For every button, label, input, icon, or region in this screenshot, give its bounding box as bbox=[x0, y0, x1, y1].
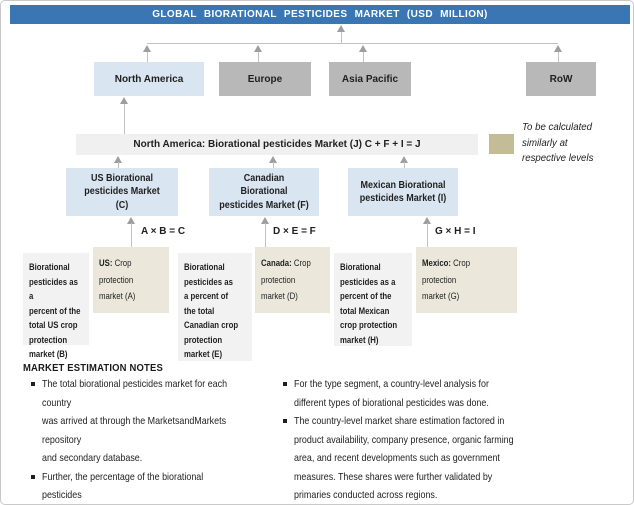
canada-crop-text: Crop protection market (D) bbox=[261, 258, 311, 302]
canada-share-box: Biorational pesticides as a percent of t… bbox=[178, 253, 252, 361]
arrow-inputs-to-us-icon bbox=[127, 217, 135, 224]
bullet-icon bbox=[283, 419, 287, 423]
notes-title: MARKET ESTIMATION NOTES bbox=[23, 362, 163, 374]
note-item: Further, the percentage of the bioration… bbox=[31, 468, 281, 505]
connector-inputs-canada bbox=[265, 223, 266, 247]
mexico-market-label: Mexican Biorational pesticides Market (I… bbox=[359, 179, 447, 205]
canada-market-box: Canadian Biorational pesticides Market (… bbox=[209, 168, 319, 216]
notes-left-column: The total biorational pesticides market … bbox=[31, 375, 281, 505]
note-item: The total biorational pesticides market … bbox=[31, 375, 281, 468]
connector-inputs-us bbox=[131, 223, 132, 247]
connector-north-america bbox=[147, 52, 148, 62]
connector-inputs-mexico bbox=[427, 223, 428, 247]
us-market-label: US Biorational pesticides Market (C) bbox=[84, 172, 160, 211]
global-market-banner: GLOBAL BIORATIONAL PESTICIDES MARKET (US… bbox=[10, 5, 630, 24]
region-label: Asia Pacific bbox=[341, 73, 399, 85]
formula-us: A × B = C bbox=[141, 226, 186, 237]
connector-banner bbox=[341, 32, 342, 44]
mexico-crop-text: Crop protection market (G) bbox=[422, 258, 471, 302]
note-item: For the type segment, a country-level an… bbox=[283, 375, 613, 412]
arrow-canada-to-bar-icon bbox=[269, 156, 277, 163]
bullet-icon bbox=[31, 474, 35, 479]
arrow-to-banner-icon bbox=[337, 25, 345, 32]
connector-us-bar bbox=[118, 162, 119, 168]
arrow-inputs-to-canada-icon bbox=[261, 217, 269, 224]
connector-canada-bar bbox=[273, 162, 274, 168]
arrow-bar-to-north-america-icon bbox=[120, 97, 128, 104]
region-label: Europe bbox=[247, 73, 283, 85]
connector-asia-pacific bbox=[363, 52, 364, 62]
connector-line-regions bbox=[147, 43, 558, 44]
formula-canada: D × E = F bbox=[273, 226, 316, 237]
canada-market-label: Canadian Biorational pesticides Market (… bbox=[219, 172, 309, 211]
region-box-asia-pacific: Asia Pacific bbox=[329, 62, 411, 96]
region-box-europe: Europe bbox=[219, 62, 311, 96]
arrow-us-to-bar-icon bbox=[114, 156, 122, 163]
note-text: The country-level market share estimatio… bbox=[294, 415, 514, 501]
na-rollup-bar: North America: Biorational pesticides Ma… bbox=[76, 134, 478, 155]
connector-row bbox=[558, 52, 559, 62]
legend-swatch bbox=[489, 134, 514, 154]
formula-mexico: G × H = I bbox=[435, 226, 476, 237]
arrow-europe-up-icon bbox=[254, 45, 262, 52]
us-crop-prefix: US: bbox=[99, 258, 113, 269]
region-box-row: RoW bbox=[526, 62, 596, 96]
bullet-icon bbox=[31, 382, 35, 386]
banner-title: GLOBAL BIORATIONAL PESTICIDES MARKET (US… bbox=[152, 9, 488, 20]
arrow-inputs-to-mexico-icon bbox=[423, 217, 431, 224]
region-label: RoW bbox=[549, 73, 573, 85]
note-text: For the type segment, a country-level an… bbox=[294, 378, 489, 409]
mexico-crop-market-box: Mexico: Crop protection market (G) bbox=[416, 247, 517, 313]
arrow-mexico-to-bar-icon bbox=[400, 156, 408, 163]
arrow-north-america-up-icon bbox=[143, 45, 151, 52]
connector-mexico-bar bbox=[404, 162, 405, 168]
na-rollup-label: North America: Biorational pesticides Ma… bbox=[133, 139, 421, 150]
note-item: The country-level market share estimatio… bbox=[283, 412, 613, 504]
mexico-share-box: Biorational pesticides as a percent of t… bbox=[334, 253, 412, 346]
connector-europe bbox=[258, 52, 259, 62]
us-crop-market-box: US: Crop protection market (A) bbox=[93, 247, 169, 313]
note-text: The total biorational pesticides market … bbox=[42, 378, 228, 464]
us-share-box: Biorational pesticides as a percent of t… bbox=[23, 253, 89, 360]
canada-crop-prefix: Canada: bbox=[261, 258, 292, 269]
region-box-north-america: North America bbox=[94, 62, 204, 96]
mexico-share-text: Biorational pesticides as a percent of t… bbox=[340, 262, 398, 346]
mexico-crop-prefix: Mexico: bbox=[422, 258, 452, 269]
note-text: Further, the percentage of the bioration… bbox=[42, 470, 204, 502]
us-market-box: US Biorational pesticides Market (C) bbox=[66, 168, 178, 216]
region-label: North America bbox=[114, 73, 184, 85]
bullet-icon bbox=[283, 382, 287, 386]
us-share-text: Biorational pesticides as a percent of t… bbox=[29, 262, 81, 360]
connector-bar-north-america bbox=[124, 104, 125, 134]
notes-right-column: For the type segment, a country-level an… bbox=[283, 375, 613, 504]
canada-share-text: Biorational pesticides as a percent of t… bbox=[184, 262, 239, 360]
arrow-row-up-icon bbox=[554, 45, 562, 52]
legend-note: To be calculated similarly at respective… bbox=[522, 121, 594, 164]
us-crop-text: Crop protection market (A) bbox=[99, 258, 136, 302]
canada-crop-market-box: Canada: Crop protection market (D) bbox=[255, 247, 330, 313]
arrow-asia-pacific-up-icon bbox=[359, 45, 367, 52]
mexico-market-box: Mexican Biorational pesticides Market (I… bbox=[348, 168, 458, 216]
